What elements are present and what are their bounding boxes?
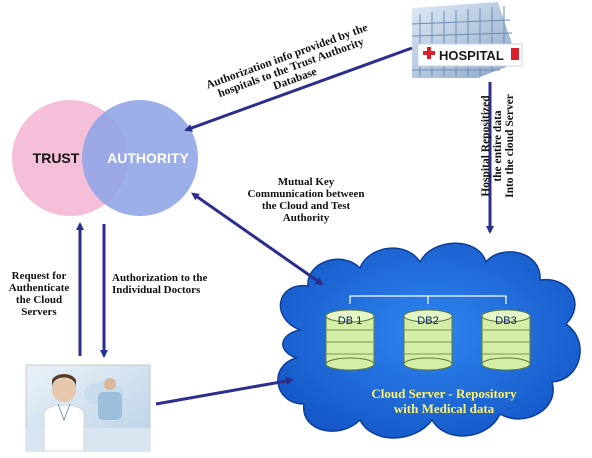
hospital-sign: HOSPITAL bbox=[439, 48, 504, 63]
trust-authority-venn: TRUST AUTHORITY bbox=[12, 100, 198, 216]
label-authorization-doctors: Authorization to the Individual Doctors bbox=[112, 272, 208, 296]
venn-trust-label: TRUST bbox=[33, 150, 80, 166]
label-hospital-repositized: Hospital Repositized the entire data Int… bbox=[480, 86, 516, 206]
db-label: DB2 bbox=[417, 315, 438, 327]
arrows bbox=[76, 46, 494, 406]
database-group: DB 1 DB2 DB3 bbox=[325, 295, 531, 371]
hospital-building-icon: HOSPITAL bbox=[411, 2, 523, 78]
db-cylinder: DB3 bbox=[481, 309, 531, 371]
doctors-photo bbox=[25, 364, 151, 452]
arrow-doctors-to-cloud bbox=[155, 377, 294, 406]
venn-authority-label: AUTHORITY bbox=[107, 150, 189, 166]
db-label: DB 1 bbox=[338, 315, 362, 327]
cloud-caption-line2: with Medical data bbox=[393, 401, 495, 416]
db-label: DB3 bbox=[495, 315, 516, 327]
red-cross-icon bbox=[423, 47, 435, 59]
arrow-hospital-to-authority bbox=[184, 46, 413, 132]
label-hospital-repositized-line2: the entire data bbox=[492, 110, 504, 182]
db-cylinder: DB2 bbox=[403, 309, 453, 371]
arrow-authority-cloud-bidirectional bbox=[191, 192, 324, 286]
db-cylinder: DB 1 bbox=[325, 309, 375, 371]
cloud-caption: Cloud Server - Repository with Medical d… bbox=[344, 386, 544, 416]
db-bracket bbox=[349, 295, 507, 304]
label-request-authenticate: Request for Authenticate the Cloud Serve… bbox=[8, 270, 70, 318]
cloud-caption-line1: Cloud Server - Repository bbox=[371, 386, 517, 401]
label-hospital-repositized-line3: Into the cloud Server bbox=[504, 94, 516, 198]
label-hospital-repositized-line1: Hospital Repositized bbox=[480, 95, 492, 197]
authority-circle bbox=[82, 100, 198, 216]
label-mutual-key: Mutual Key Communication between the Clo… bbox=[247, 176, 365, 224]
